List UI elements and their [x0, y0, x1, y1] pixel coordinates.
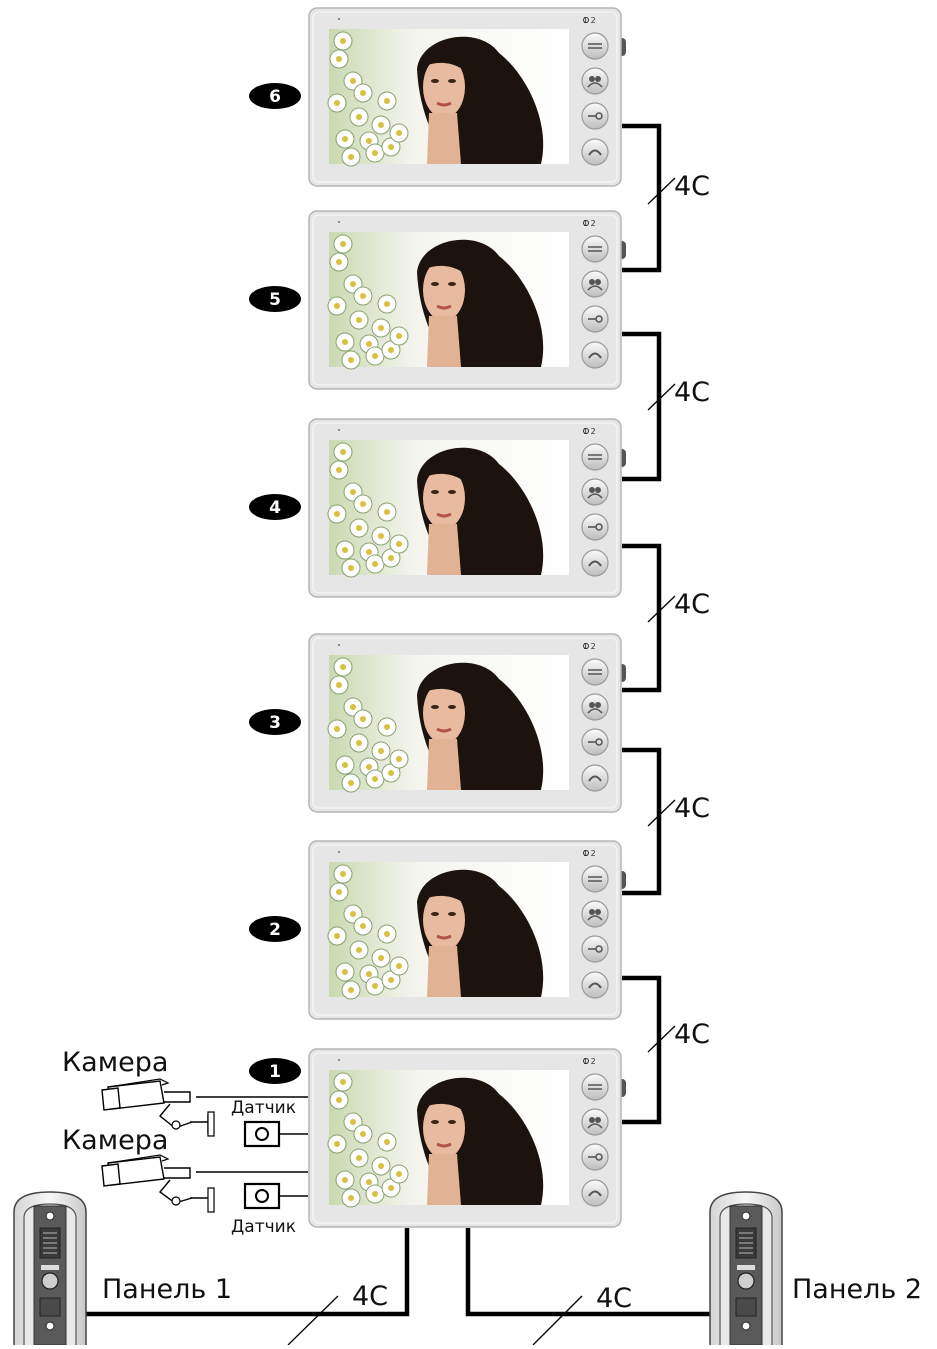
handset-button-icon[interactable]	[581, 341, 609, 369]
home-button-icon[interactable]	[581, 658, 609, 686]
flowers-image	[327, 234, 409, 370]
status-indicator: 1 2	[583, 219, 596, 228]
monitor-number: 3	[269, 713, 281, 733]
monitor-chain-cables: 4C 4C 4C 4C 4C	[622, 123, 710, 1125]
camera-1-label: Камера	[62, 1047, 168, 1078]
key-button-icon[interactable]	[581, 513, 609, 541]
flowers-image	[327, 864, 409, 1000]
home-button-icon[interactable]	[581, 235, 609, 263]
monitor-screen	[327, 1070, 569, 1208]
door-panel-1	[13, 1191, 87, 1346]
home-button-icon[interactable]	[581, 443, 609, 471]
intercom-button-icon[interactable]	[581, 478, 609, 506]
handset-button-icon[interactable]	[581, 971, 609, 999]
handset-button-icon[interactable]	[581, 549, 609, 577]
intercom-button-icon[interactable]	[581, 270, 609, 298]
monitor-number: 4	[269, 498, 281, 518]
woman-portrait-image	[417, 869, 544, 997]
status-indicator: 1 2	[583, 642, 596, 651]
flowers-image	[327, 442, 409, 578]
camera-2-label: Камера	[62, 1125, 168, 1156]
monitor-6: 1 2 6	[249, 7, 626, 187]
cable-label-2-1: 4C	[674, 1019, 710, 1050]
monitor-screen	[327, 440, 569, 578]
monitors: 1 2 6 1 2 5 1 2 4 1 2 3 1 2 2 1 2 1	[249, 7, 626, 1228]
monitor-number-badge: 1	[249, 1058, 301, 1084]
monitor-5: 1 2 5	[249, 210, 626, 390]
panel-2-label: Панель 2	[792, 1274, 922, 1305]
monitor-number: 5	[269, 290, 281, 310]
monitor-number-badge: 4	[249, 494, 301, 520]
home-button-icon[interactable]	[581, 865, 609, 893]
cable-label-3-2: 4C	[674, 793, 710, 824]
cable-label-6-5: 4C	[674, 171, 710, 202]
monitor-number-badge: 5	[249, 286, 301, 312]
monitor-number: 6	[269, 87, 281, 107]
camera-1: Камера	[62, 1047, 308, 1137]
door-panel-2	[709, 1191, 783, 1346]
monitor-number-badge: 6	[249, 83, 301, 109]
monitor-1: 1 2 1	[249, 1048, 626, 1228]
camera-2: Камера	[62, 1125, 308, 1213]
home-button-icon[interactable]	[581, 1073, 609, 1101]
monitor-screen	[327, 29, 569, 167]
status-indicator: 1 2	[583, 16, 596, 25]
sensor-1: Датчик	[231, 1098, 308, 1148]
intercom-button-icon[interactable]	[581, 900, 609, 928]
key-button-icon[interactable]	[581, 935, 609, 963]
woman-portrait-image	[417, 662, 544, 790]
monitor-3: 1 2 3	[249, 633, 626, 813]
monitor-number-badge: 2	[249, 916, 301, 942]
key-button-icon[interactable]	[581, 305, 609, 333]
sensor-1-label: Датчик	[231, 1098, 296, 1118]
woman-portrait-image	[417, 239, 544, 367]
panel-1-label: Панель 1	[102, 1274, 232, 1305]
handset-button-icon[interactable]	[581, 138, 609, 166]
door-panels	[13, 1191, 783, 1346]
key-button-icon[interactable]	[581, 1143, 609, 1171]
intercom-button-icon[interactable]	[581, 693, 609, 721]
status-indicator: 1 2	[583, 427, 596, 436]
flowers-image	[327, 657, 409, 793]
woman-portrait-image	[417, 1077, 544, 1205]
woman-portrait-image	[417, 447, 544, 575]
handset-button-icon[interactable]	[581, 1179, 609, 1207]
intercom-button-icon[interactable]	[581, 1108, 609, 1136]
status-indicator: 1 2	[583, 1057, 596, 1066]
monitor-number: 2	[269, 920, 281, 940]
key-button-icon[interactable]	[581, 728, 609, 756]
monitor-number-badge: 3	[249, 709, 301, 735]
monitor-screen	[327, 232, 569, 370]
monitor-4: 1 2 4	[249, 418, 626, 598]
panel-cables: 4C 4C Панель 1 Панель 2	[84, 1228, 922, 1346]
sensor-2: Датчик	[231, 1182, 308, 1237]
flowers-image	[327, 1072, 409, 1208]
monitor-number: 1	[269, 1062, 281, 1082]
cable-label-5-4: 4C	[674, 377, 710, 408]
cable-label-4-3: 4C	[674, 589, 710, 620]
intercom-button-icon[interactable]	[581, 67, 609, 95]
status-indicator: 1 2	[583, 849, 596, 858]
monitor-screen	[327, 655, 569, 793]
cable-label-panel-1: 4C	[352, 1281, 388, 1312]
handset-button-icon[interactable]	[581, 764, 609, 792]
monitor-screen	[327, 862, 569, 1000]
monitor-2: 1 2 2	[249, 840, 626, 1020]
cable-label-panel-2: 4C	[596, 1283, 632, 1314]
woman-portrait-image	[417, 36, 544, 164]
flowers-image	[327, 31, 409, 167]
sensor-2-label: Датчик	[231, 1217, 296, 1237]
key-button-icon[interactable]	[581, 102, 609, 130]
home-button-icon[interactable]	[581, 32, 609, 60]
